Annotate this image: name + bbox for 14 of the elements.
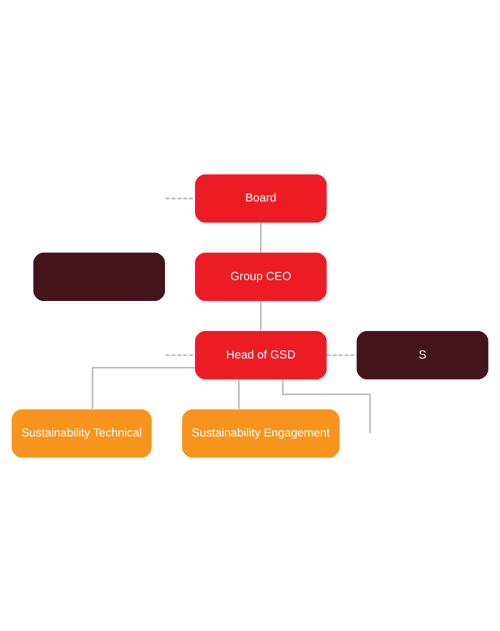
connector [260,300,262,330]
node-box [33,252,165,300]
connector [92,366,195,408]
node-box: Head of GSD [195,330,327,379]
node-box: Group CEO [195,252,327,300]
node-box: Sustainability Technical [12,408,152,458]
connector [166,197,195,199]
connector [260,222,262,252]
node-box: Sustainability Engagement [182,408,340,458]
node-box: S [356,330,488,379]
node-box: Board [195,174,327,222]
connector [326,354,356,356]
connector [166,354,195,356]
connector [238,379,240,409]
